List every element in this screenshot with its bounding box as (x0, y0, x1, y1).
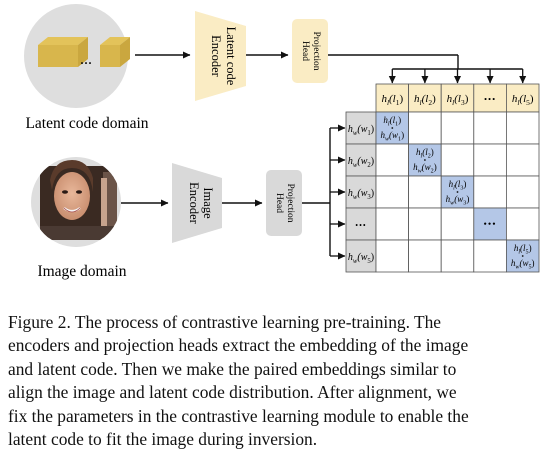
matrix-header-label: ••• (484, 94, 496, 104)
latent-domain-group: ... Latent code domain (24, 4, 149, 132)
latent-encoder: Latent code Encoder (195, 11, 246, 101)
matrix-header-cell (440, 83, 475, 113)
matrix-cell (440, 239, 475, 273)
latent-projection-label-line2: Head (300, 41, 310, 61)
matrix-diagonal-bottom-label: hw(w2) (413, 162, 437, 175)
image-encoder-label-line1: Image (201, 187, 215, 219)
caption-line-4: align the image and latent code distribu… (8, 382, 457, 403)
matrix-cell (440, 111, 475, 145)
image-projection-label-line2: Head (274, 193, 284, 213)
latent-projection-head: Projection Head (292, 19, 328, 83)
matrix-cell (473, 175, 507, 209)
matrix-header-cell (505, 83, 540, 113)
matrix-diagonal-top-label: hl(l3) (449, 179, 467, 192)
matrix-cell (375, 143, 409, 177)
image-encoder-shape (172, 163, 222, 243)
latent-code-block (100, 37, 130, 67)
matrix-diagonal-bottom-label: hw(w5) (511, 258, 535, 271)
latent-encoder-label-line1: Latent code (224, 27, 238, 86)
matrix-row-label: hw(w3) (348, 188, 374, 201)
matrix-row-header-cell (345, 207, 377, 241)
matrix-cell (375, 239, 409, 273)
matrix-header-cell (408, 83, 442, 113)
image-projection-box (266, 170, 302, 236)
latent-encoder-label-line2: Encoder (209, 35, 223, 77)
image-encoder: Image Encoder (172, 163, 222, 243)
matrix-row-header-cell (345, 239, 377, 273)
matrix-cell (473, 143, 507, 177)
image-projection-head: Projection Head (266, 170, 302, 236)
matrix-cell (408, 239, 442, 273)
matrix-cell (505, 207, 540, 241)
matrix-cell (408, 175, 442, 209)
image-fanout (302, 124, 346, 260)
caption-line-2: encoders and projection heads extract th… (8, 335, 469, 356)
caption-line-1: Figure 2. The process of contrastive lea… (8, 312, 442, 332)
matrix-cell (505, 175, 540, 209)
matrix-diagonal-cell (473, 207, 507, 241)
matrix-cell (375, 175, 409, 209)
image-encoder-label-line2: Encoder (187, 182, 201, 224)
latent-code-blocks (38, 37, 130, 67)
matrix-cell (473, 111, 507, 145)
latent-fanout (328, 54, 527, 84)
matrix-diagonal-bottom-label: hw(w1) (380, 130, 404, 143)
latent-projection-box (292, 19, 328, 83)
contrastive-learning-diagram: ... Latent code domain Latent code Encod… (24, 4, 540, 280)
latent-encoder-shape (195, 11, 246, 101)
matrix-diagonal-top-label: hl(l2) (416, 147, 434, 160)
matrix-header-label: hl(l1) (381, 93, 403, 107)
matrix-cell (440, 207, 475, 241)
matrix-cell (505, 143, 540, 177)
image-projection-label-line1: Projection (285, 183, 295, 222)
latent-dots: ... (80, 51, 92, 68)
matrix-diagonal-top-label: hl(l1) (383, 115, 401, 128)
caption-line-5: fix the parameters in the contrastive le… (8, 405, 469, 426)
face-image (40, 160, 117, 240)
image-domain-label: Image domain (37, 263, 126, 280)
matrix-cell (408, 111, 442, 145)
matrix-header-label: hl(l5) (512, 93, 534, 107)
matrix-row-header-cell (345, 175, 377, 209)
matrix-cell (505, 111, 540, 145)
image-domain-group: Image domain (31, 157, 127, 280)
matrix-row-label: ••• (355, 221, 366, 230)
matrix-row-label: hw(w2) (348, 156, 374, 169)
caption-line-3: and latent code. Then we make the paired… (8, 358, 457, 379)
matrix-cell (375, 207, 409, 241)
latent-domain-label: Latent code domain (25, 115, 148, 132)
matrix-header-label: hl(l2) (414, 93, 436, 107)
matrix-diagonal-dots: ••• (484, 219, 497, 230)
matrix-row-label: hw(w5) (348, 252, 374, 265)
caption-line-6: latent code to fit the image during inve… (8, 429, 318, 450)
similarity-matrix: hl(l1) hl(l2) hl(l3) ••• hl(l5) hw(w1) hw(w2) h… (345, 83, 540, 273)
matrix-diagonal-top-label: hl(l5) (514, 243, 532, 256)
matrix-cell (440, 143, 475, 177)
matrix-header-label: hl(l3) (447, 93, 469, 107)
matrix-diagonal-bottom-label: hw(w3) (446, 194, 470, 207)
matrix-cell (473, 239, 507, 273)
latent-projection-label-line1: Projection (311, 31, 321, 70)
figure-caption: Figure 2. The process of contrastive lea… (8, 311, 544, 451)
latent-code-block (58, 37, 88, 67)
matrix-cell (408, 207, 442, 241)
matrix-row-label: hw(w1) (348, 124, 374, 137)
